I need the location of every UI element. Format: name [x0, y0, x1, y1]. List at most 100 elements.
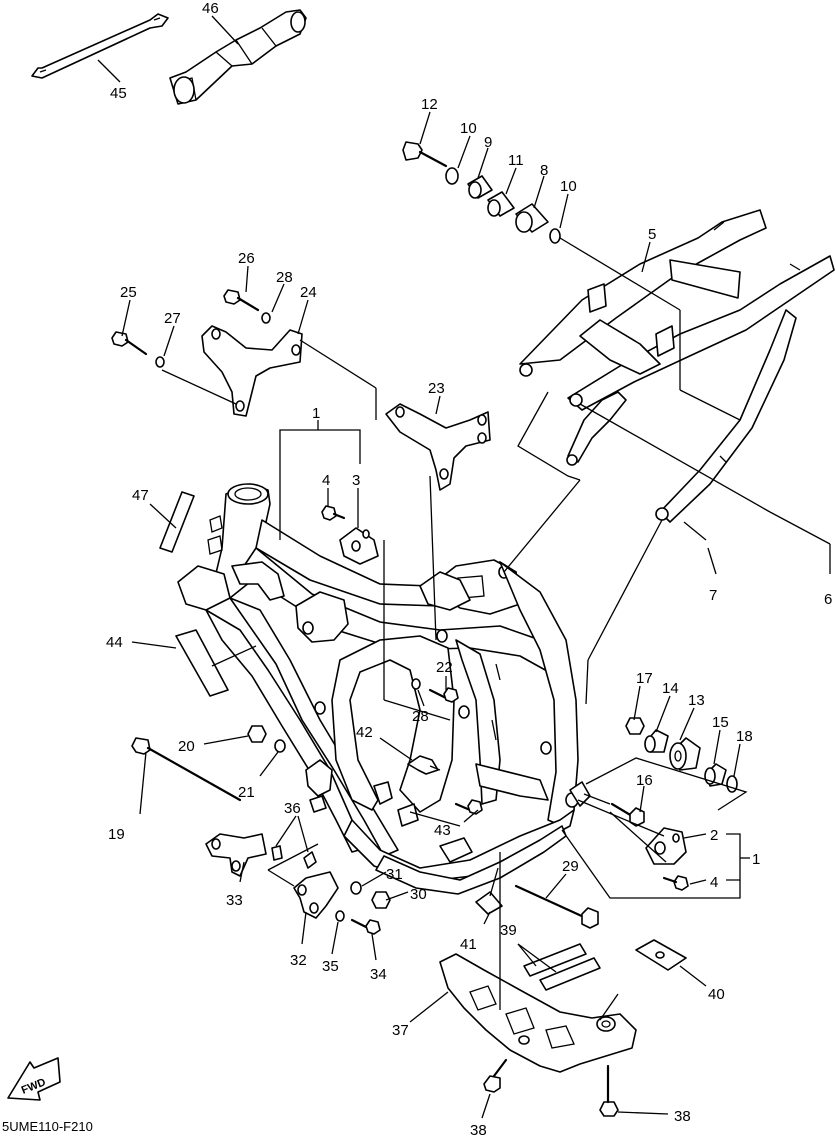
part-21-washer: [274, 739, 286, 753]
part-27-washer: [155, 356, 165, 368]
callout-29: 29: [562, 858, 579, 875]
callout-38: 38: [470, 1122, 487, 1138]
callout-24: 24: [300, 284, 317, 301]
callout-9: 9: [484, 134, 492, 151]
part-31-washer: [350, 881, 362, 895]
callout-46: 46: [202, 0, 219, 17]
callout-45: 45: [110, 85, 127, 102]
leader-lines: [97, 15, 831, 1119]
part-37-skid-plate: [439, 953, 637, 1073]
callout-1-b: 1: [752, 851, 760, 868]
callout-13: 13: [688, 692, 705, 709]
callout-2: 2: [710, 827, 718, 844]
callout-21: 21: [238, 784, 255, 801]
part-5-rear-frame: [519, 209, 835, 523]
part-38-bolt-b: [599, 1064, 619, 1117]
callout-5: 5: [648, 226, 656, 243]
callout-44: 44: [106, 634, 123, 651]
fwd-arrow-icon: [7, 1057, 61, 1101]
part-34-bolt: [350, 918, 381, 935]
callout-12: 12: [421, 96, 438, 113]
part-19-bolt: [131, 737, 242, 802]
callout-28: 28: [276, 269, 293, 286]
callout-18: 18: [736, 728, 753, 745]
part-28-washer: [261, 312, 271, 324]
part-44-label: [175, 629, 229, 697]
part-10-washer-b: [549, 228, 561, 244]
part-36-clip: [271, 845, 283, 861]
callout-23: 23: [428, 380, 445, 397]
part-33-bracket: [205, 833, 267, 877]
part-26-bolt: [223, 289, 260, 312]
part-46-socket-tool: [169, 9, 307, 105]
callout-17: 17: [636, 670, 653, 687]
callout-39: 39: [500, 922, 517, 939]
callout-19: 19: [108, 826, 125, 843]
callout-4: 4: [322, 472, 330, 489]
callout-34: 34: [370, 966, 387, 983]
part-17-nut: [625, 717, 645, 735]
part-22-bolt: [428, 687, 459, 703]
diagram-code: 5UME110-F210: [2, 1119, 93, 1134]
callout-31: 31: [386, 866, 403, 883]
callout-4-b: 4: [710, 874, 718, 891]
callout-41: 41: [460, 936, 477, 953]
part-8-bushing: [515, 203, 549, 233]
part-3-plate: [339, 527, 379, 565]
part-41-clip: [475, 891, 503, 915]
callout-22: 22: [436, 659, 453, 676]
part-4-bolt-lower: [662, 875, 689, 891]
callout-37: 37: [392, 1022, 409, 1039]
part-18-washer: [726, 775, 738, 793]
part-47-label: [159, 491, 195, 553]
callout-14: 14: [662, 680, 679, 697]
callout-43: 43: [434, 822, 451, 839]
callout-3: 3: [352, 472, 360, 489]
part-13-damper: [669, 737, 701, 771]
callout-47: 47: [132, 487, 149, 504]
callout-7: 7: [709, 587, 717, 604]
callout-42: 42: [356, 724, 373, 741]
part-23-bracket: [385, 403, 491, 491]
part-40-damper: [635, 939, 687, 971]
callout-38-b: 38: [674, 1108, 691, 1125]
part-24-bracket: [201, 325, 303, 417]
part-28-washer-b: [411, 678, 421, 690]
part-32-bracket: [293, 871, 339, 919]
callout-20: 20: [178, 738, 195, 755]
part-25-bolt: [111, 331, 148, 356]
callout-1: 1: [312, 405, 320, 422]
part-35-washer: [335, 910, 345, 922]
callout-10-b: 10: [560, 178, 577, 195]
callout-33: 33: [226, 892, 243, 909]
callout-35: 35: [322, 958, 339, 975]
callout-15: 15: [712, 714, 729, 731]
callout-11: 11: [508, 152, 524, 169]
part-45-wrench: [31, 13, 169, 79]
part-2-plate: [645, 827, 687, 865]
part-10-washer: [445, 167, 459, 185]
part-14-collar: [644, 729, 669, 753]
callout-16: 16: [636, 772, 653, 789]
callout-25: 25: [120, 284, 137, 301]
part-38-bolt-a: [483, 1058, 508, 1093]
callout-36: 36: [284, 800, 301, 817]
callout-27: 27: [164, 310, 181, 327]
part-9-collar: [467, 175, 493, 199]
part-39-dampers: [523, 943, 601, 991]
part-20-nut: [247, 725, 267, 743]
part-11-collar: [487, 191, 515, 217]
callout-32: 32: [290, 952, 307, 969]
part-36-clip-b: [303, 851, 317, 869]
part-29-bolt: [514, 884, 599, 929]
part-42-clamp: [407, 755, 441, 775]
part-12-bolt: [402, 141, 448, 168]
callout-10: 10: [460, 120, 477, 137]
part-30-nut: [371, 891, 391, 909]
callout-40: 40: [708, 986, 725, 1003]
part-16-bolt: [610, 802, 645, 827]
part-43-bolt: [454, 799, 483, 815]
callout-8: 8: [540, 162, 548, 179]
callout-30: 30: [410, 886, 427, 903]
